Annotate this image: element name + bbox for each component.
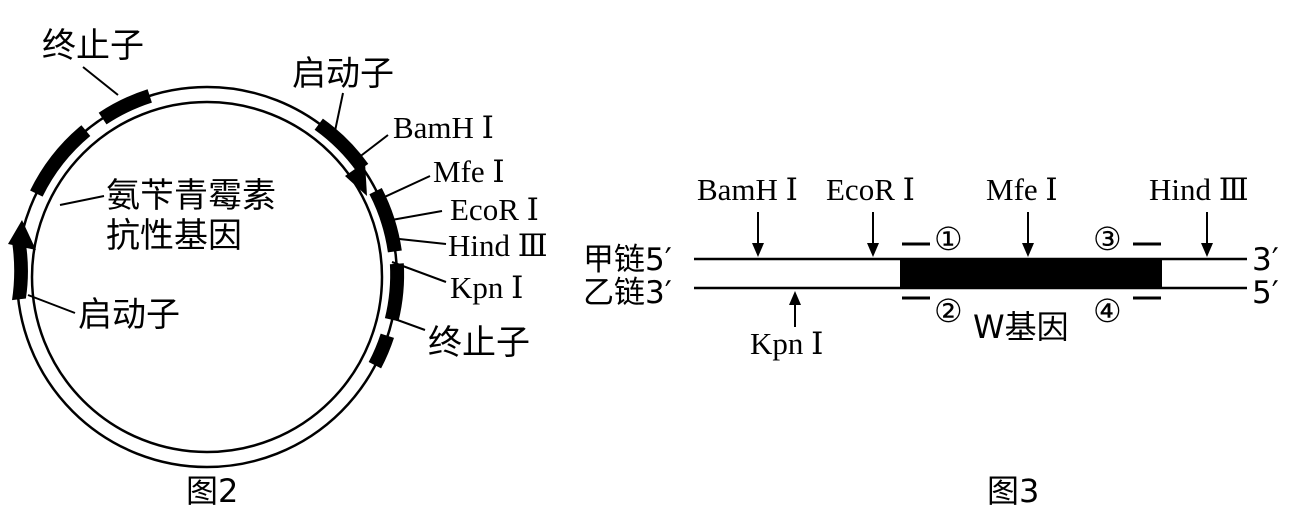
amp-resistance-segment: [30, 125, 91, 197]
terminator-right-segment: [368, 333, 394, 369]
leader-promoter-left: [27, 294, 76, 314]
promoter-top-segment: [314, 118, 369, 172]
primer-2-label: ②: [934, 292, 963, 330]
leader-ecori: [385, 210, 443, 222]
arrow-hindiii: [1201, 212, 1213, 257]
plasmid-inner-ring: [30, 100, 384, 454]
cloning-site-segment: [384, 263, 405, 322]
leader-amp: [59, 195, 105, 206]
label-terminator-top: 终止子: [42, 26, 144, 66]
primer-3-label: ③: [1093, 220, 1122, 258]
label-mfei: Mfe Ⅰ: [433, 154, 505, 189]
leader-bamhi: [357, 134, 389, 159]
strand-b-right-label: 5′: [1252, 275, 1279, 311]
site-label-hindiii: Hind Ⅲ: [1149, 172, 1249, 207]
site-label-kpni: Kpn Ⅰ: [750, 326, 823, 361]
leader-hindiii: [389, 237, 447, 245]
linear-dna: BamH Ⅰ EcoR Ⅰ Mfe Ⅰ Hind Ⅲ Kpn Ⅰ 甲链5′ 3′…: [583, 172, 1279, 510]
arrow-ecori: [867, 212, 879, 257]
w-gene-block: [900, 259, 1162, 288]
strand-b-left-label: 乙链3′: [583, 275, 672, 311]
arrow-bamhi: [752, 212, 764, 257]
primer-1-label: ①: [934, 220, 963, 258]
w-gene-label: W基因: [973, 308, 1069, 346]
strand-a-right-label: 3′: [1252, 242, 1279, 278]
caption-figure3: 图3: [987, 472, 1039, 510]
leader-mfei: [377, 175, 431, 201]
w-gene-insert-segment: [369, 188, 402, 253]
arrow-mfei: [1022, 212, 1034, 257]
leader-promoter-top: [334, 92, 344, 132]
terminator-top-segment: [98, 89, 152, 125]
label-promoter-left: 启动子: [78, 295, 180, 335]
site-label-mfei: Mfe Ⅰ: [986, 172, 1058, 207]
plasmid: 终止子 启动子 BamH Ⅰ Mfe Ⅰ EcoR Ⅰ Hind Ⅲ Kpn Ⅰ…: [8, 26, 548, 510]
label-hindiii: Hind Ⅲ: [448, 228, 548, 263]
leader-terminator-right: [391, 317, 426, 331]
promoter-top-arrowhead: [345, 162, 367, 196]
label-terminator-right: 终止子: [428, 323, 530, 363]
site-label-ecori: EcoR Ⅰ: [826, 172, 915, 207]
label-ecori: EcoR Ⅰ: [450, 192, 539, 227]
label-kpni: Kpn Ⅰ: [450, 270, 523, 305]
promoter-left-arrowhead: [8, 220, 36, 250]
label-amp-line1: 氨苄青霉素: [106, 176, 276, 216]
site-label-bamhi: BamH Ⅰ: [697, 172, 798, 207]
label-bamhi: BamH Ⅰ: [393, 110, 494, 145]
label-amp-line2: 抗性基因: [106, 216, 242, 256]
promoter-left-segment: [12, 243, 28, 301]
leader-kpni: [391, 261, 447, 283]
caption-figure2: 图2: [186, 472, 238, 510]
leader-terminator-top: [82, 66, 119, 96]
label-promoter-top: 启动子: [292, 54, 394, 94]
strand-a-left-label: 甲链5′: [583, 242, 672, 278]
primer-4-label: ④: [1093, 292, 1122, 330]
arrow-kpni: [789, 291, 801, 327]
